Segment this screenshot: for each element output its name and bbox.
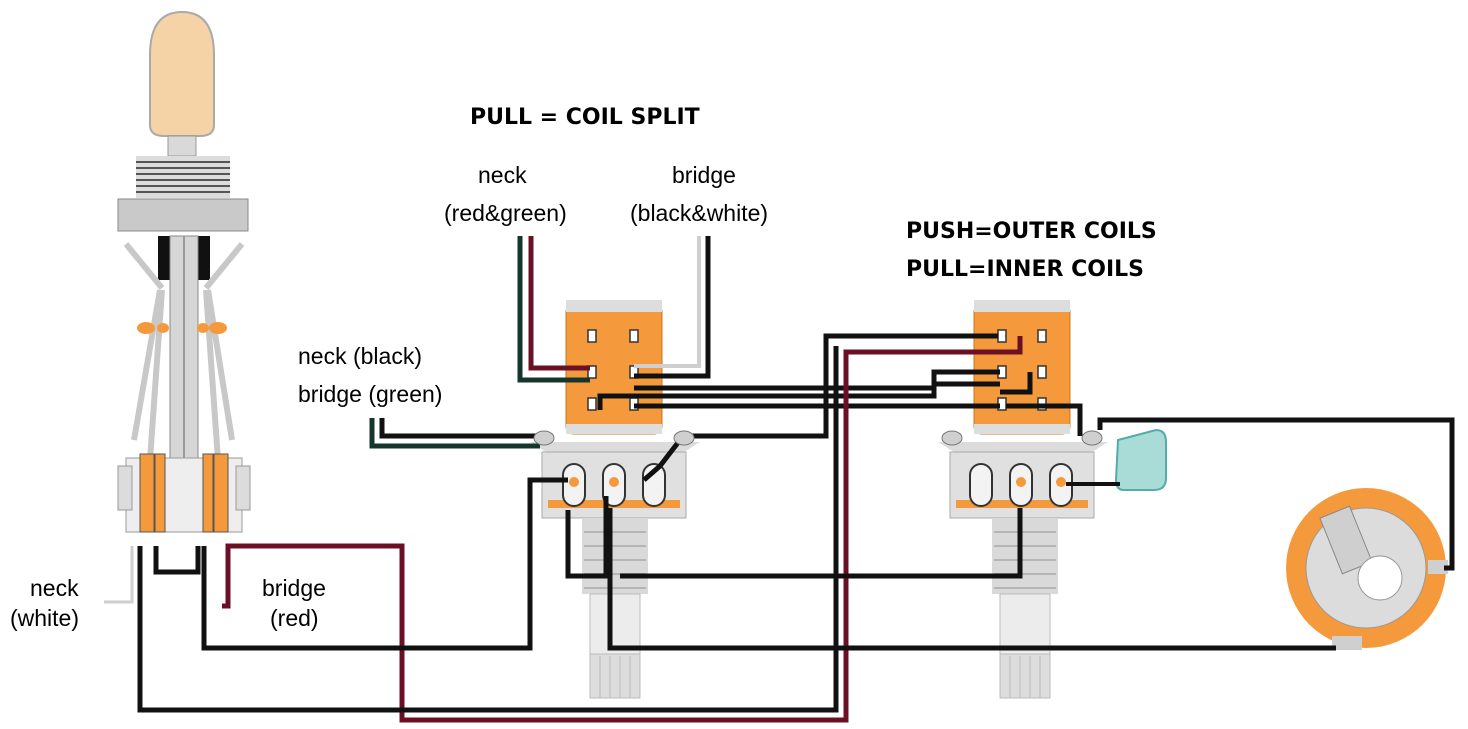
pot-coil-split (530, 300, 700, 699)
output-jack (1286, 488, 1448, 650)
neck-white-label: neck (30, 575, 79, 601)
toggle-lugs (139, 453, 229, 533)
toggle-contact-dots (137, 322, 227, 334)
bridge-green-label: bridge (green) (298, 381, 442, 407)
wires (104, 236, 1455, 723)
push-outer-heading: PUSH=OUTER COILS (906, 219, 1157, 244)
neck-top-colors-label: (red&green) (444, 200, 567, 226)
toggle-nut (117, 198, 249, 232)
bridge-red-color-label: (red) (270, 605, 319, 631)
toggle-tip (149, 10, 215, 137)
pot-coil-select (938, 300, 1108, 699)
neck-white-color-label: (white) (10, 605, 79, 631)
neck-black-label: neck (black) (298, 343, 422, 369)
bridge-top-label: bridge (672, 162, 736, 188)
toggle-switch (117, 10, 251, 533)
toggle-blades (123, 242, 245, 461)
toggle-thread (136, 156, 230, 198)
neck-top-label: neck (478, 162, 527, 188)
bridge-red-label: bridge (262, 575, 326, 601)
bridge-top-colors-label: (black&white) (630, 200, 768, 226)
pull-inner-heading: PULL=INNER COILS (906, 257, 1144, 282)
toggle-stem (167, 135, 197, 157)
tone-capacitor (1114, 428, 1167, 491)
coil-split-heading: PULL = COIL SPLIT (470, 105, 700, 130)
solder-joints (533, 430, 1103, 446)
